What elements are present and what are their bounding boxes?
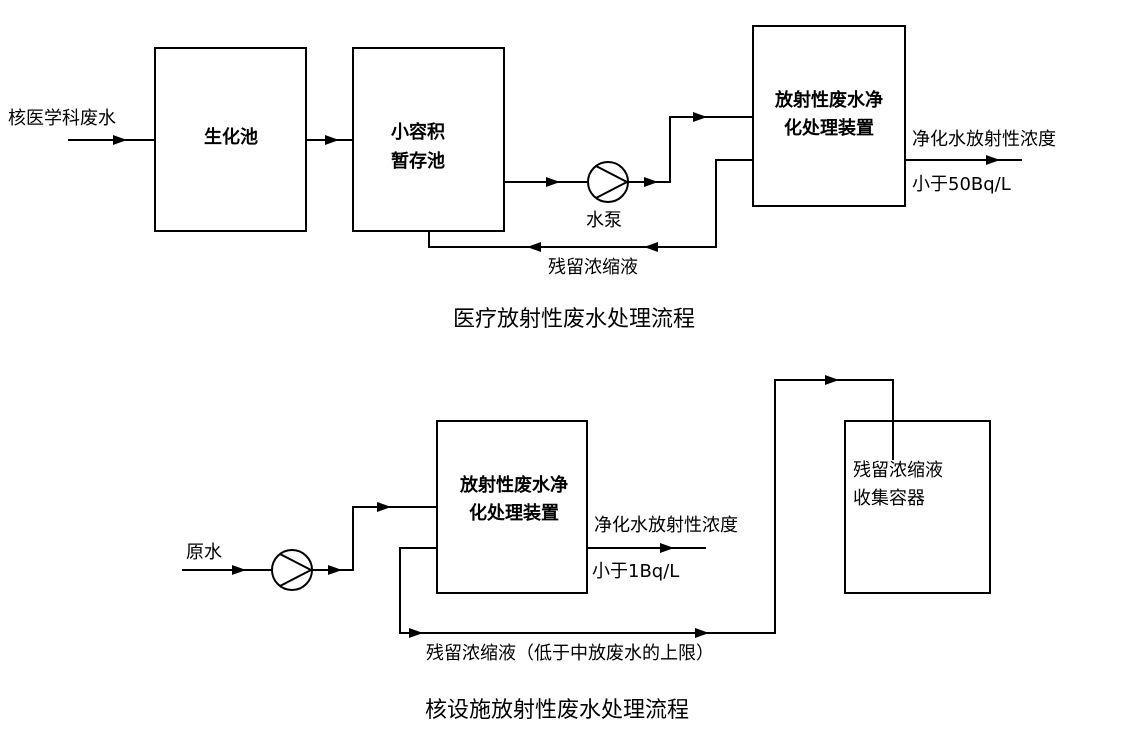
storage-tank-label-line2: 暂存池 — [391, 150, 445, 172]
raw-water-label: 原水 — [186, 542, 222, 563]
flow-arrow — [377, 502, 391, 512]
flow-arrow — [986, 155, 1000, 165]
purification-device-label-line2: 化处理装置 — [469, 502, 559, 524]
caption: 核设施放射性废水处理流程 — [425, 698, 689, 723]
nuclear-facility-wastewater-flow: 原水 放射性废水净 化处理装置 净化水放射性浓度 小于1Bq/L 残留浓缩液（低… — [182, 375, 991, 723]
flow-arrow — [527, 242, 541, 252]
input-label: 核医学科废水 — [8, 108, 116, 129]
pump-label: 水泵 — [586, 210, 622, 231]
pump-icon — [271, 549, 313, 591]
clean-water-concentration-label: 净化水放射性浓度 — [594, 515, 738, 536]
purification-device-label-line1: 放射性废水净 — [459, 474, 568, 496]
flow-arrow — [409, 628, 423, 638]
pump-outlet-line — [312, 506, 437, 571]
purification-device-box — [436, 420, 588, 594]
flow-arrow — [660, 543, 674, 553]
collection-container-label-line1: 残留浓缩液 — [853, 460, 943, 481]
pump-outlet-line — [628, 116, 753, 183]
flow-arrow — [113, 135, 127, 145]
concentrate-transfer-line — [399, 379, 894, 634]
flow-arrow — [693, 112, 707, 122]
storage-tank-label-line1: 小容积 — [391, 121, 445, 143]
flow-arrow — [644, 177, 658, 187]
purification-device-label-line2: 化处理装置 — [784, 117, 874, 139]
clean-water-limit-label: 小于1Bq/L — [592, 561, 679, 582]
purification-device-box — [752, 25, 906, 207]
flow-arrow — [546, 177, 560, 187]
concentrate-collection-container-box — [844, 420, 991, 594]
clean-water-limit-label: 小于50Bq/L — [912, 174, 1011, 195]
biochemical-tank-label: 生化池 — [204, 126, 258, 148]
medical-wastewater-flow: 核医学科废水 生化池 小容积 暂存池 水泵 放射性废水净 化处理装置 净化水放射… — [8, 25, 1056, 332]
pump-icon — [587, 161, 629, 203]
concentrate-return-line — [428, 159, 753, 248]
caption: 医疗放射性废水处理流程 — [453, 307, 695, 332]
flow-arrow — [232, 565, 246, 575]
flow-arrow — [695, 628, 709, 638]
concentrate-transfer-label: 残留浓缩液（低于中放废水的上限） — [426, 643, 714, 664]
clean-water-concentration-label: 净化水放射性浓度 — [912, 129, 1056, 150]
collection-container-label-line2: 收集容器 — [853, 488, 925, 509]
concentrate-return-label: 残留浓缩液 — [548, 257, 638, 278]
purification-device-label-line1: 放射性废水净 — [774, 89, 883, 111]
flow-arrow — [825, 375, 839, 385]
flow-arrow — [328, 565, 342, 575]
flow-arrow — [644, 242, 658, 252]
flow-arrow — [325, 135, 339, 145]
